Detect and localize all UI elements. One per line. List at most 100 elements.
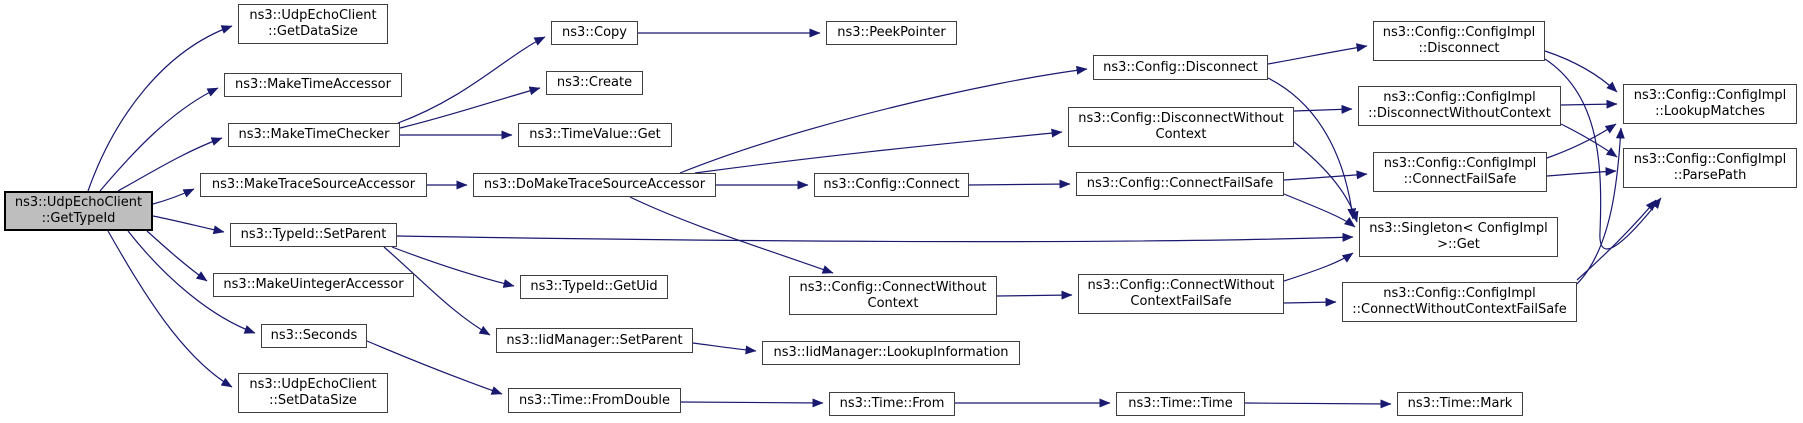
graph-node-label: ::LookupMatches <box>1655 104 1765 119</box>
graph-node-label: ::ConnectWithoutContextFailSafe <box>1352 302 1567 317</box>
edge-implConnectFailSafe-to-parsePath <box>1546 167 1617 177</box>
edge-timeFromDouble-to-timeFrom <box>680 398 824 408</box>
graph-node-makeTimeChecker[interactable]: ns3::MakeTimeChecker <box>228 123 400 147</box>
graph-node-label: ns3::Time::FromDouble <box>519 392 670 408</box>
edge-implDisconnectWithoutContext-to-parsePath <box>1560 123 1618 158</box>
edge-typeIdSetParent-to-typeIdGetUid <box>391 246 515 288</box>
graph-node-copy[interactable]: ns3::Copy <box>551 21 638 45</box>
graph-node-label: ::ConnectFailSafe <box>1403 172 1517 187</box>
graph-node-getDataSize[interactable]: ns3::UdpEchoClient::GetDataSize <box>238 4 388 44</box>
graph-node-timeTime[interactable]: ns3::Time::Time <box>1116 392 1245 416</box>
graph-node-iidLookupInformation[interactable]: ns3::IidManager::LookupInformation <box>762 341 1020 365</box>
graph-node-label: ::SetDataSize <box>269 393 357 408</box>
edge-doMakeTraceSourceAccessor-to-configConnectWithoutContext <box>629 196 834 274</box>
graph-node-label: ContextFailSafe <box>1130 294 1232 309</box>
graph-node-label: >::Get <box>1437 237 1480 252</box>
graph-node-label: ns3::MakeTimeChecker <box>238 127 390 142</box>
edge-seconds-to-timeFromDouble <box>366 340 503 395</box>
graph-node-iidSetParent[interactable]: ns3::IidManager::SetParent <box>496 328 693 353</box>
graph-node-makeTraceSourceAccessor[interactable]: ns3::MakeTraceSourceAccessor <box>200 173 427 197</box>
graph-node-label: ns3::Config::ConfigImpl <box>1633 152 1787 167</box>
graph-node-lookupMatches[interactable]: ns3::Config::ConfigImpl::LookupMatches <box>1623 84 1797 124</box>
edge-typeIdSetParent-to-singletonGet <box>396 232 1354 243</box>
graph-node-configDisconnect[interactable]: ns3::Config::Disconnect <box>1093 55 1268 80</box>
edge-implDisconnect-to-lookupMatches <box>1544 50 1618 93</box>
edge-configConnectWithoutContextFailSafe-to-implConnectWithoutContextFailSafe <box>1283 297 1337 307</box>
edge-configConnectFailSafe-to-singletonGet <box>1283 193 1356 228</box>
graph-node-label: Context <box>1155 127 1207 142</box>
edge-implConnectFailSafe-to-lookupMatches <box>1546 123 1617 159</box>
graph-node-label: ns3::Config::ConfigImpl <box>1382 25 1536 40</box>
graph-node-label: ::GetTypeId <box>41 211 116 226</box>
graph-node-label: ns3::TypeId::GetUid <box>530 279 658 294</box>
graph-node-label: ns3::Config::DisconnectWithout <box>1078 111 1284 126</box>
graph-node-singletonGet[interactable]: ns3::Singleton< ConfigImpl>::Get <box>1359 217 1558 257</box>
edge-getTypeId-to-typeIdSetParent <box>152 215 225 235</box>
call-edges <box>87 25 1662 409</box>
graph-node-label: ns3::UdpEchoClient <box>249 8 377 23</box>
graph-node-implDisconnectWithoutContext[interactable]: ns3::Config::ConfigImpl::DisconnectWitho… <box>1358 86 1561 126</box>
graph-node-label: ns3::DoMakeTraceSourceAccessor <box>483 177 706 192</box>
graph-node-label: ns3::Create <box>556 75 633 90</box>
graph-node-label: ns3::MakeTimeAccessor <box>235 77 391 92</box>
edge-configConnectWithoutContext-to-configConnectWithoutContextFailSafe <box>996 290 1073 300</box>
edge-configConnectWithoutContextFailSafe-to-singletonGet <box>1283 252 1354 282</box>
graph-node-label: ns3::Seconds <box>270 328 358 343</box>
graph-node-label: ns3::MakeUintegerAccessor <box>223 277 404 292</box>
graph-node-makeTimeAccessor[interactable]: ns3::MakeTimeAccessor <box>224 73 402 97</box>
graph-node-parsePath[interactable]: ns3::Config::ConfigImpl::ParsePath <box>1623 148 1797 188</box>
graph-node-peekPointer[interactable]: ns3::PeekPointer <box>826 21 957 45</box>
edge-implDisconnect-to-parsePath <box>1544 58 1662 250</box>
graph-node-makeUintegerAccessor[interactable]: ns3::MakeUintegerAccessor <box>213 273 414 297</box>
edge-implDisconnectWithoutContext-to-lookupMatches <box>1560 99 1618 109</box>
graph-node-label: ::GetDataSize <box>268 24 358 39</box>
graph-node-label: ns3::Config::ConnectWithout <box>1087 278 1275 293</box>
graph-node-label: ns3::UdpEchoClient <box>14 195 143 210</box>
edge-getTypeId-to-seconds <box>127 230 256 334</box>
graph-node-label: ns3::Config::ConnectWithout <box>799 279 987 295</box>
graph-node-label: ns3::Config::Disconnect <box>1103 59 1258 75</box>
edge-doMakeTraceSourceAccessor-to-configDisconnect <box>679 65 1088 174</box>
edge-timeTime-to-timeMark <box>1244 399 1392 409</box>
graph-node-timeValueGet[interactable]: ns3::TimeValue::Get <box>518 123 672 147</box>
graph-node-timeFromDouble[interactable]: ns3::Time::FromDouble <box>508 388 681 413</box>
graph-node-label: ns3::PeekPointer <box>837 25 946 40</box>
graph-node-label: ns3::Config::ConnectFailSafe <box>1086 176 1274 191</box>
graph-node-label: ns3::Config::Connect <box>823 177 960 192</box>
graph-node-label: ::Disconnect <box>1418 41 1500 56</box>
graph-node-label: ns3::IidManager::LookupInformation <box>773 345 1009 360</box>
graph-node-doMakeTraceSourceAccessor[interactable]: ns3::DoMakeTraceSourceAccessor <box>473 173 716 197</box>
graph-node-setDataSize[interactable]: ns3::UdpEchoClient::SetDataSize <box>238 373 388 413</box>
graph-node-typeIdSetParent[interactable]: ns3::TypeId::SetParent <box>230 223 397 247</box>
graph-node-seconds[interactable]: ns3::Seconds <box>261 324 367 348</box>
graph-node-timeMark[interactable]: ns3::Time::Mark <box>1397 392 1523 416</box>
graph-node-label: ns3::Config::ConfigImpl <box>1383 156 1537 171</box>
graph-node-implConnectWithoutContextFailSafe[interactable]: ns3::Config::ConfigImpl::ConnectWithoutC… <box>1342 282 1577 322</box>
graph-node-label: ns3::Config::ConfigImpl <box>1383 90 1536 105</box>
graph-node-label: ns3::Time::Mark <box>1407 396 1513 411</box>
graph-node-label: ns3::Time::From <box>839 396 945 411</box>
graph-node-configConnectFailSafe[interactable]: ns3::Config::ConnectFailSafe <box>1076 172 1284 196</box>
graph-node-label: ns3::UdpEchoClient <box>249 377 377 392</box>
edge-configDisconnectWithoutContext-to-singletonGet <box>1293 141 1359 223</box>
graph-node-implDisconnect[interactable]: ns3::Config::ConfigImpl::Disconnect <box>1373 21 1545 61</box>
graph-node-timeFrom[interactable]: ns3::Time::From <box>829 392 955 416</box>
edge-configDisconnect-to-singletonGet <box>1267 77 1357 220</box>
edge-configDisconnect-to-implDisconnect <box>1267 43 1368 65</box>
graph-node-label: Context <box>867 295 919 311</box>
graph-node-label: ns3::Time::Time <box>1128 396 1233 411</box>
graph-node-label: ns3::Copy <box>561 25 628 40</box>
edge-iidSetParent-to-iidLookupInformation <box>692 342 757 355</box>
graph-node-configConnect[interactable]: ns3::Config::Connect <box>814 173 969 197</box>
edge-configConnect-to-configConnectFailSafe <box>968 179 1071 189</box>
graph-node-implConnectFailSafe[interactable]: ns3::Config::ConfigImpl::ConnectFailSafe <box>1373 152 1547 192</box>
graph-node-create[interactable]: ns3::Create <box>546 71 643 95</box>
edge-getTypeId-to-makeUintegerAccessor <box>146 230 208 282</box>
graph-node-typeIdGetUid[interactable]: ns3::TypeId::GetUid <box>520 275 668 299</box>
graph-node-getTypeId: ns3::UdpEchoClient::GetTypeId <box>4 191 153 231</box>
